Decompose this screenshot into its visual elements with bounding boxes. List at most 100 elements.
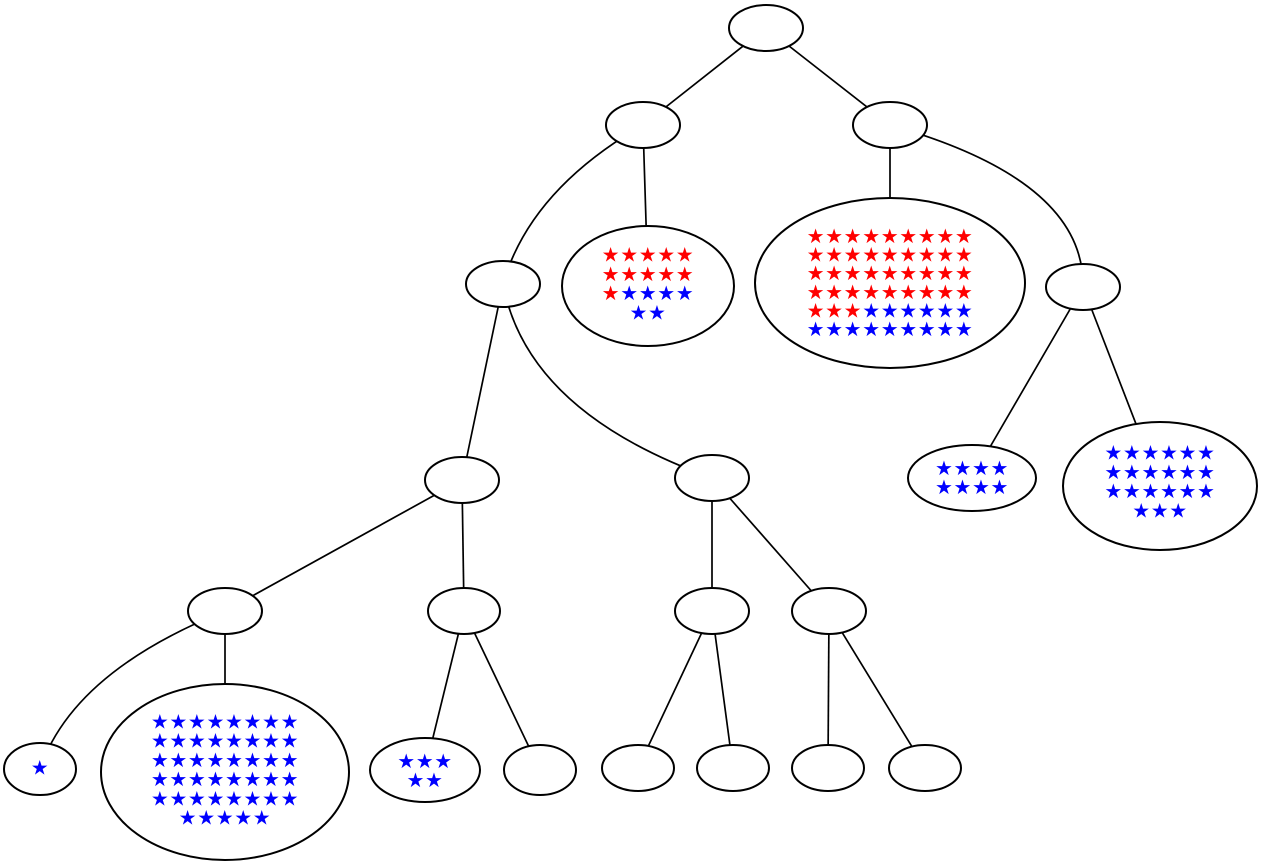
star-row-s1-3: ★★★★★ — [602, 281, 695, 305]
red-star-icon: ★★★★★ — [602, 262, 695, 286]
red-star-icon: ★★★★★ — [602, 242, 695, 266]
tree-node-s1: ★★★★★★★★★★★★★★★★★ — [561, 225, 735, 347]
star-row-s2-4: ★★★★★★★★★ — [807, 280, 974, 304]
blue-star-icon: ★★ — [406, 768, 443, 792]
star-row-s7-1: ★★★ — [397, 749, 453, 773]
node-ellipse-s3 — [907, 444, 1037, 512]
node-ellipse-e5 — [888, 744, 962, 792]
node-ellipse-c1 — [424, 456, 500, 504]
node-ellipse-d4 — [791, 587, 867, 635]
blue-star-icon: ★★★★★★ — [862, 298, 973, 322]
tree-node-d2 — [427, 587, 501, 635]
blue-star-icon: ★★★★★ — [179, 806, 272, 830]
blue-star-icon: ★★★★★★★★ — [151, 767, 299, 791]
red-star-icon: ★★★★★★★★★ — [807, 224, 974, 248]
star-row-s2-3: ★★★★★★★★★ — [807, 261, 974, 285]
blue-star-icon: ★★★★★★★★★ — [807, 317, 974, 341]
red-star-icon: ★★★★★★★★★ — [807, 280, 974, 304]
star-row-s3-2: ★★★★ — [935, 475, 1009, 499]
blue-star-icon: ★★★★★★★★ — [151, 729, 299, 753]
blue-star-icon: ★★★ — [397, 749, 453, 773]
blue-star-icon: ★★★★★★ — [1104, 479, 1215, 503]
tree-node-d4 — [791, 587, 867, 635]
tree-node-e1 — [503, 744, 577, 796]
node-ellipse-e3 — [696, 744, 770, 792]
tree-node-e3 — [696, 744, 770, 792]
star-row-s4-2: ★★★★★★ — [1104, 460, 1215, 484]
red-star-icon: ★ — [602, 281, 621, 305]
node-ellipse-e4 — [791, 744, 865, 792]
tree-edge-a2--b2 — [889, 124, 1084, 288]
tree-edge-d3--e3 — [711, 610, 734, 769]
node-ellipse-a2 — [852, 101, 928, 149]
node-ellipse-d3 — [674, 587, 750, 635]
node-ellipse-b2 — [1045, 263, 1121, 311]
tree-node-b1 — [465, 260, 541, 308]
node-ellipse-s2 — [754, 197, 1026, 369]
node-ellipse-d2 — [427, 587, 501, 635]
blue-star-icon: ★★★★★★ — [1104, 440, 1215, 464]
star-row-s6-2: ★★★★★★★★ — [151, 729, 299, 753]
star-row-s1-4: ★★ — [629, 301, 666, 325]
star-row-s2-2: ★★★★★★★★★ — [807, 243, 974, 267]
blue-star-icon: ★ — [31, 756, 50, 780]
node-ellipse-s1 — [561, 225, 735, 347]
blue-star-icon: ★★★★ — [935, 456, 1009, 480]
tree-edge-d3--e2 — [637, 610, 713, 769]
star-row-s2-5: ★★★★★★★★★ — [807, 298, 974, 322]
red-star-icon: ★★★★★★★★★ — [807, 243, 974, 267]
node-ellipse-c2 — [674, 454, 750, 502]
tree-node-d3 — [674, 587, 750, 635]
node-ellipse-b1 — [465, 260, 541, 308]
star-row-s6-6: ★★★★★ — [179, 806, 272, 830]
tree-edge-d4--e5 — [828, 610, 926, 769]
tree-node-a1 — [605, 101, 681, 149]
star-row-s4-4: ★★★ — [1132, 499, 1188, 523]
tree-node-root — [728, 4, 804, 52]
tree-node-s2: ★★★★★★★★★★★★★★★★★★★★★★★★★★★★★★★★★★★★★★★★… — [754, 197, 1026, 369]
tree-node-c1 — [424, 456, 500, 504]
tree-node-c2 — [674, 454, 750, 502]
node-ellipse-s6 — [100, 683, 350, 861]
star-row-s2-6: ★★★★★★★★★ — [807, 317, 974, 341]
tree-edge-d4--e4 — [827, 610, 830, 769]
blue-star-icon: ★★★★★★★★ — [151, 748, 299, 772]
tree-node-s4: ★★★★★★★★★★★★★★★★★★★★★ — [1062, 421, 1258, 551]
tree-node-d1 — [187, 587, 263, 635]
star-row-s2-1: ★★★★★★★★★ — [807, 224, 974, 248]
star-row-s1-2: ★★★★★ — [602, 262, 695, 286]
blue-star-icon: ★★★★ — [935, 475, 1009, 499]
tree-edge-b1--c2 — [502, 283, 713, 479]
tree-edge-c1--d1 — [224, 479, 463, 612]
node-ellipse-root — [728, 4, 804, 52]
blue-star-icon: ★★★★★★ — [1104, 460, 1215, 484]
tree-node-s6: ★★★★★★★★★★★★★★★★★★★★★★★★★★★★★★★★★★★★★★★★… — [100, 683, 350, 861]
node-ellipse-d1 — [187, 587, 263, 635]
tree-node-e5 — [888, 744, 962, 792]
blue-star-icon: ★★★★★★★★ — [151, 710, 299, 734]
star-row-s6-3: ★★★★★★★★ — [151, 748, 299, 772]
star-row-s3-1: ★★★★ — [935, 456, 1009, 480]
blue-star-icon: ★★★★★★★★ — [151, 786, 299, 810]
node-ellipse-s5 — [3, 742, 77, 796]
tree-node-e4 — [791, 744, 865, 792]
star-row-s6-1: ★★★★★★★★ — [151, 710, 299, 734]
node-ellipse-e2 — [601, 744, 675, 792]
node-ellipse-s7 — [369, 737, 481, 803]
star-row-s1-1: ★★★★★ — [602, 242, 695, 266]
star-row-s6-4: ★★★★★★★★ — [151, 767, 299, 791]
tree-edge-c2--d4 — [711, 477, 830, 612]
star-row-s4-1: ★★★★★★ — [1104, 440, 1215, 464]
node-ellipse-s4 — [1062, 421, 1258, 551]
tree-node-s3: ★★★★★★★★ — [907, 444, 1037, 512]
tree-edge-b1--c1 — [461, 283, 504, 481]
node-ellipse-a1 — [605, 101, 681, 149]
red-star-icon: ★★★★★★★★★ — [807, 261, 974, 285]
star-row-s4-3: ★★★★★★ — [1104, 479, 1215, 503]
tree-node-s7: ★★★★★ — [369, 737, 481, 803]
blue-star-icon: ★★★ — [1132, 499, 1188, 523]
tree-node-e2 — [601, 744, 675, 792]
star-row-s7-2: ★★ — [406, 768, 443, 792]
tree-edge-d2--e1 — [463, 610, 541, 771]
